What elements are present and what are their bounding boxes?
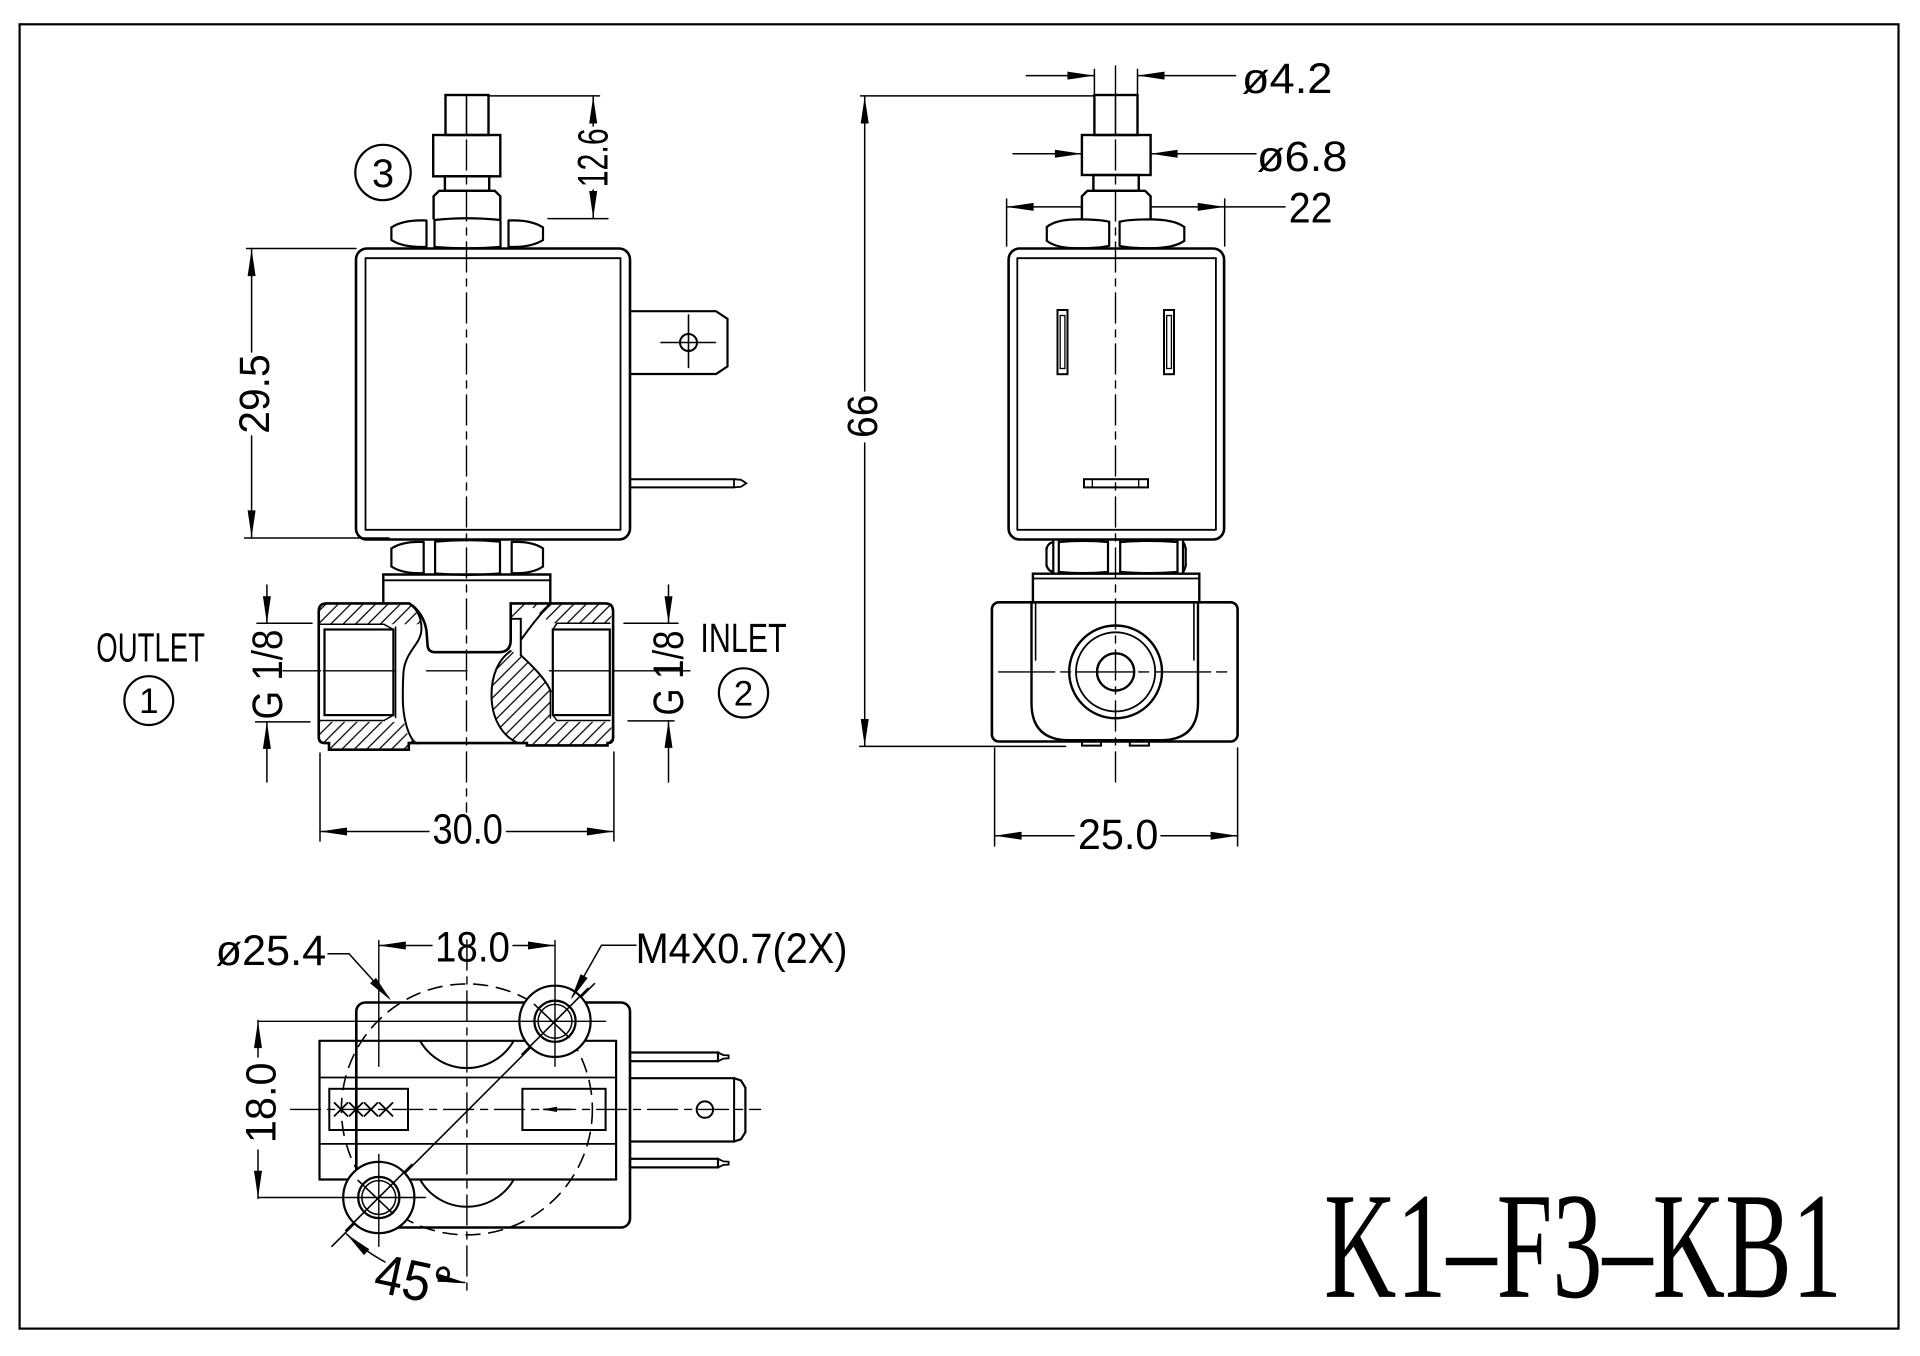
svg-text:G 1/8: G 1/8 xyxy=(645,631,693,716)
svg-text:INLET: INLET xyxy=(700,615,786,661)
svg-text:3: 3 xyxy=(372,152,394,196)
svg-text:25.0: 25.0 xyxy=(1078,811,1159,859)
svg-text:12.6: 12.6 xyxy=(570,128,618,187)
svg-text:ø25.4: ø25.4 xyxy=(216,927,327,975)
svg-text:OUTLET: OUTLET xyxy=(96,624,205,670)
svg-text:30.0: 30.0 xyxy=(433,806,503,854)
svg-text:66: 66 xyxy=(839,395,887,438)
svg-text:M4X0.7(2X): M4X0.7(2X) xyxy=(636,925,848,973)
svg-text:ø6.8: ø6.8 xyxy=(1257,133,1348,181)
svg-text:K1–F3–KB1: K1–F3–KB1 xyxy=(1324,1162,1842,1330)
svg-text:G 1/8: G 1/8 xyxy=(244,630,292,720)
svg-text:2: 2 xyxy=(734,674,753,713)
svg-text:22: 22 xyxy=(1289,185,1333,233)
svg-text:ø4.2: ø4.2 xyxy=(1242,55,1333,103)
svg-text:45°: 45° xyxy=(370,1241,457,1318)
svg-text:1: 1 xyxy=(139,682,158,721)
svg-text:18.0: 18.0 xyxy=(238,1063,286,1144)
svg-text:29.5: 29.5 xyxy=(231,354,279,433)
svg-text:18.0: 18.0 xyxy=(435,923,510,971)
